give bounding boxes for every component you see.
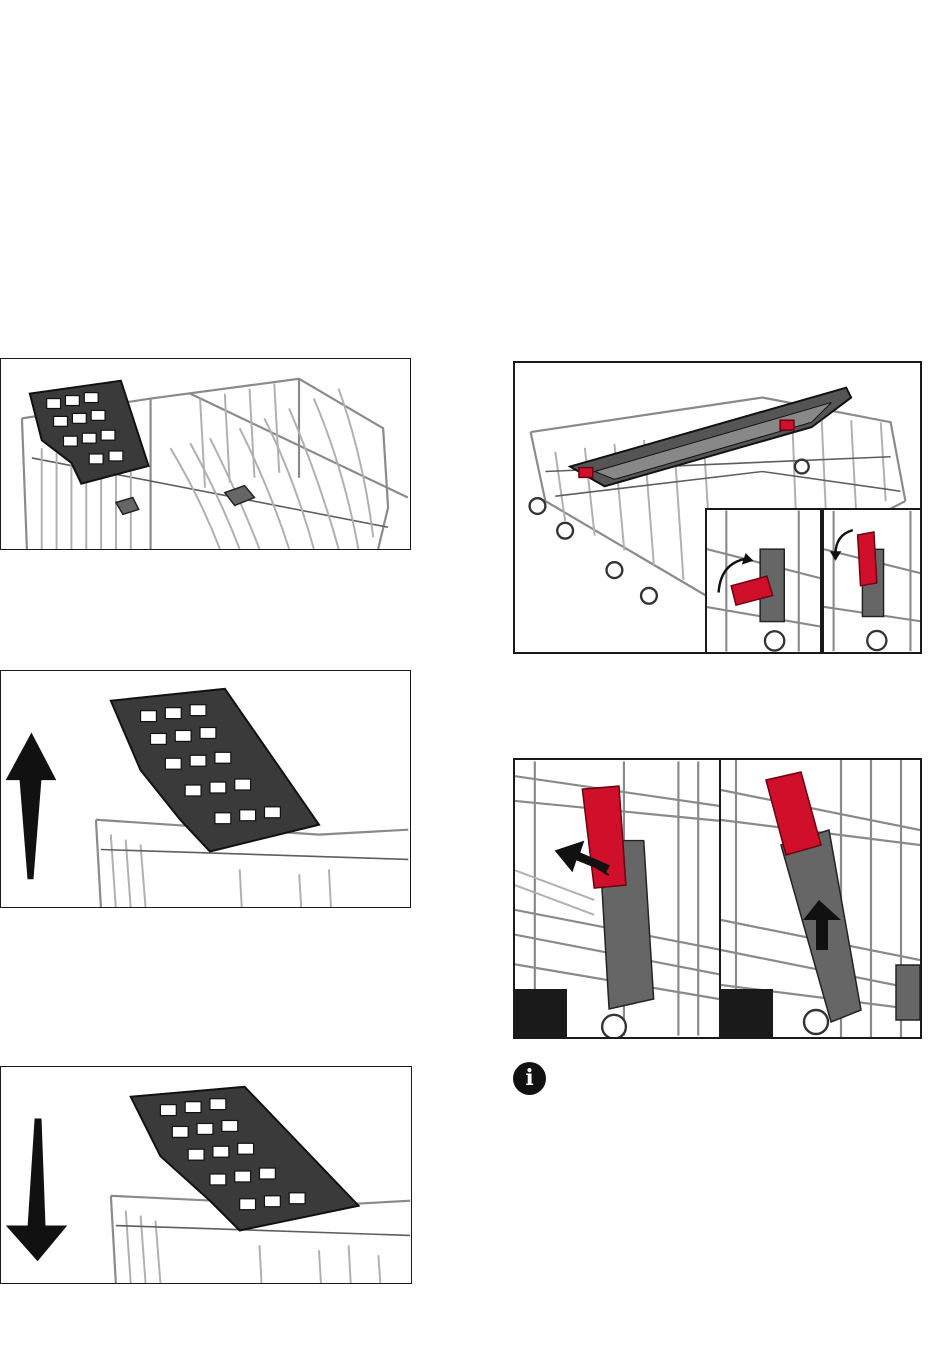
figure-upper-basket-height-adjust-levers	[513, 758, 922, 1039]
figure-basket-with-cutlery-rack	[0, 358, 411, 550]
info-icon: i	[513, 1062, 546, 1095]
rack-down-illustration	[1, 1067, 411, 1283]
panel-lever-raise	[721, 760, 920, 1037]
rack-up-illustration	[1, 671, 410, 907]
inset-lever-folded-up	[822, 508, 922, 654]
lever-up-illustration	[824, 510, 921, 652]
arrow-up-icon	[6, 732, 57, 879]
panel-b-label-box	[721, 989, 773, 1037]
panel-lever-release	[515, 760, 721, 1037]
panel-a-label-box	[515, 989, 567, 1037]
arrow-down-icon	[6, 1119, 67, 1262]
basket-illustration	[1, 359, 410, 549]
figure-upper-basket-with-red-levers	[513, 361, 922, 654]
figure-cutlery-rack-lowered-down	[0, 1066, 412, 1284]
lever-out-illustration	[707, 510, 820, 652]
figure-cutlery-rack-lifted-up	[0, 670, 411, 908]
inset-lever-flipped-out	[705, 508, 822, 654]
